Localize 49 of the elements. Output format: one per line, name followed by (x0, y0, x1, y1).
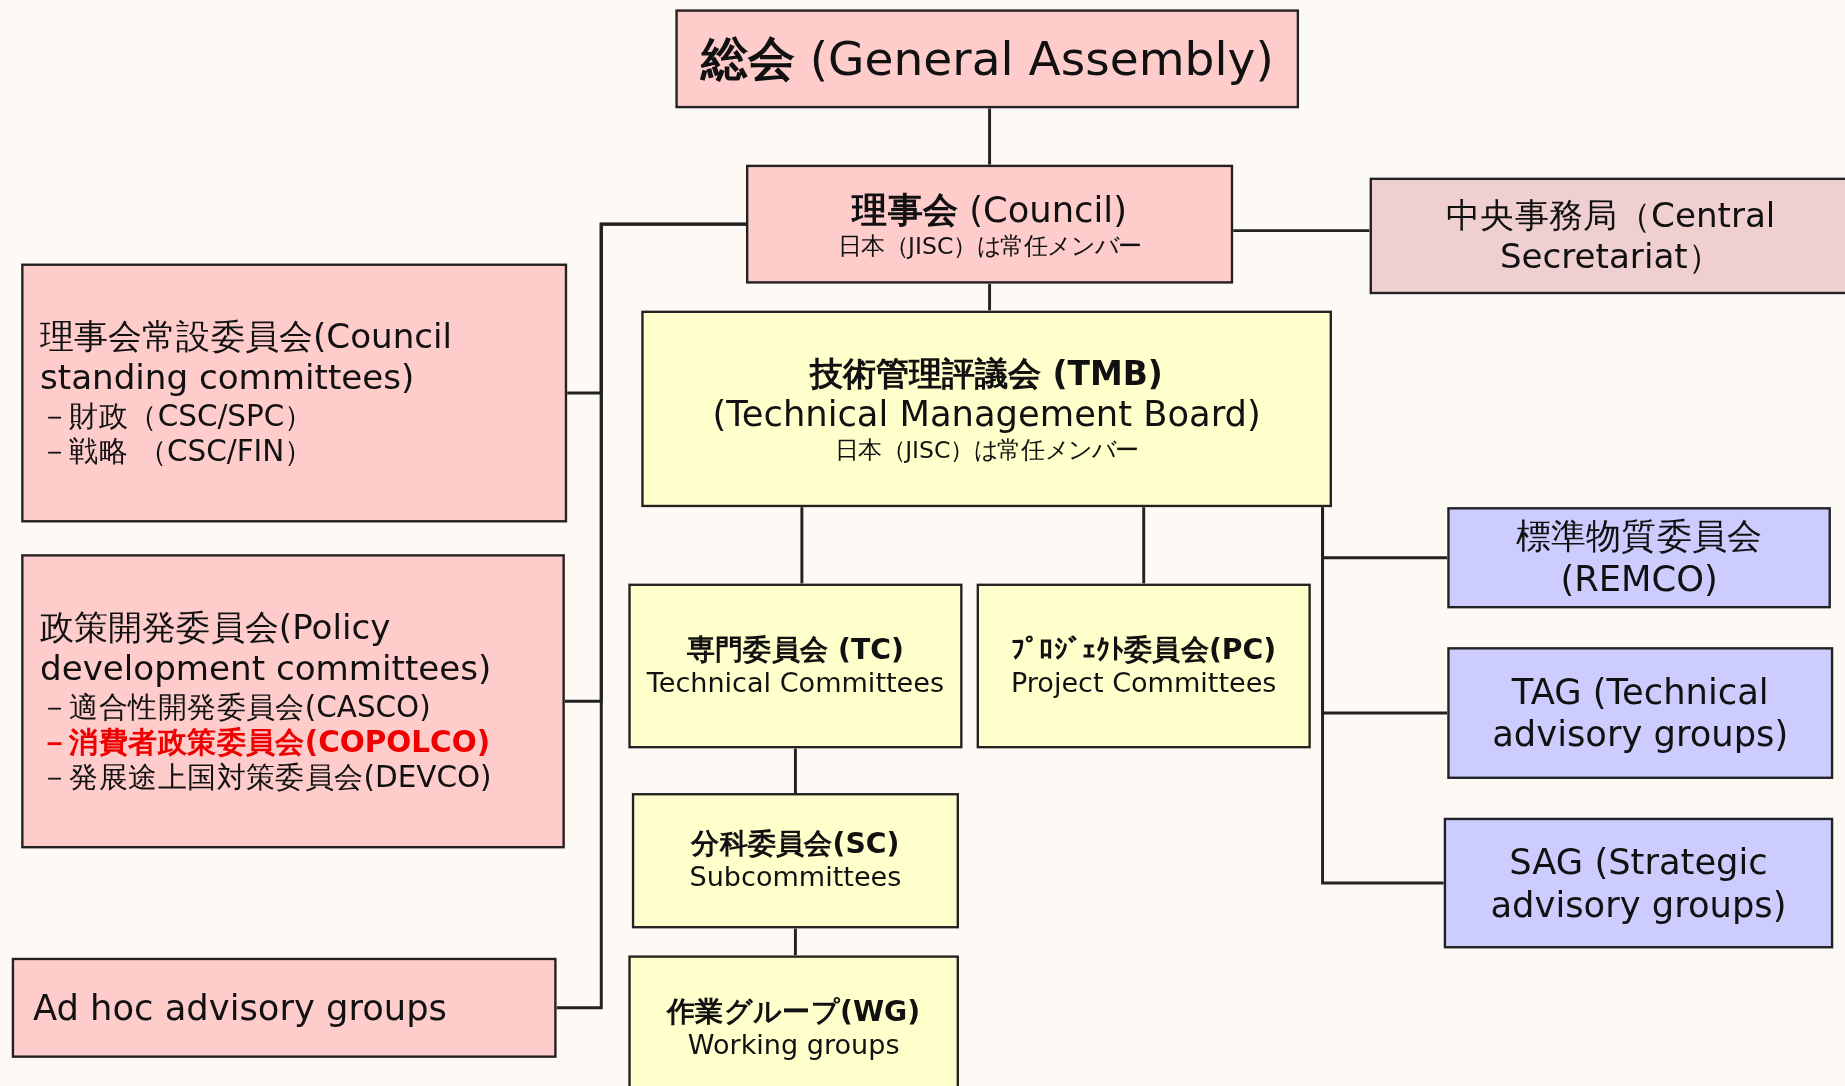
box-title: SAG (Strategic advisory groups) (1489, 840, 1788, 926)
box-text: －発展途上国対策委員会(DEVCO) (40, 759, 492, 796)
box-text: －財政（CSC/SPC） (40, 398, 314, 434)
committee-box (976, 583, 1311, 749)
connector-line (988, 283, 992, 311)
committee-box (1447, 507, 1831, 609)
box-title: 分科委員会(SC) (691, 827, 900, 862)
connector-line (1142, 507, 1146, 584)
box-text: Technical Committees (646, 666, 944, 700)
box-text: －消費者政策委員会(COPOLCO) (40, 724, 491, 760)
connector-line (793, 928, 797, 956)
advisory-box (1447, 647, 1834, 779)
council-box (746, 164, 1234, 284)
box-text: 日本（JISC）は常任メンバー (834, 435, 1139, 464)
secretariat-box (1369, 177, 1845, 295)
connector-line (988, 108, 992, 165)
box-title: 理事会 (Council) (852, 188, 1127, 232)
board-box (641, 310, 1332, 508)
box-title: 中央事務局（Central Secretariat） (1445, 195, 1777, 277)
box-title: TAG (Technical advisory groups) (1491, 670, 1790, 756)
connector-line (1321, 507, 1444, 885)
connector-line (1233, 229, 1370, 233)
box-title: Ad hoc advisory groups (32, 986, 447, 1029)
box-text: 日本（JISC）は常任メンバー (837, 231, 1142, 260)
box-text: －適合性開発委員会(CASCO) (40, 689, 431, 725)
group-box (628, 955, 959, 1086)
box-text: (Technical Management Board) (712, 393, 1261, 436)
box-title: 技術管理評議会 (TMB) (810, 353, 1163, 394)
committee-box (628, 583, 963, 749)
box-text: －戦略 （CSC/FIN） (40, 433, 314, 470)
box-text: Project Committees (1010, 666, 1277, 700)
box-title: 政策開発委員会(Policy development committees) (40, 607, 493, 690)
box-text: Working groups (687, 1029, 900, 1063)
box-title: 理事会常設委員会(Council standing committees) (40, 316, 453, 399)
connector-line (556, 222, 746, 1010)
box-title: 専門委員会 (TC) (687, 632, 904, 667)
advisory-box (1443, 817, 1834, 949)
connector-line (800, 507, 804, 584)
connector-line (793, 748, 797, 794)
box-title: ﾌﾟﾛｼﾞｪｸﾄ委員会(PC) (1011, 632, 1277, 667)
committee-box (631, 793, 959, 929)
box-title: 総会 (General Assembly) (700, 30, 1274, 88)
advisory-box (11, 957, 557, 1058)
committee-box (21, 554, 565, 849)
box-title: 作業グループ(WG) (667, 995, 921, 1030)
box-text: Subcommittees (689, 861, 902, 894)
box-title: 標準物質委員会 (REMCO) (1514, 515, 1764, 601)
assembly-box (675, 9, 1300, 109)
committee-box (21, 263, 568, 523)
